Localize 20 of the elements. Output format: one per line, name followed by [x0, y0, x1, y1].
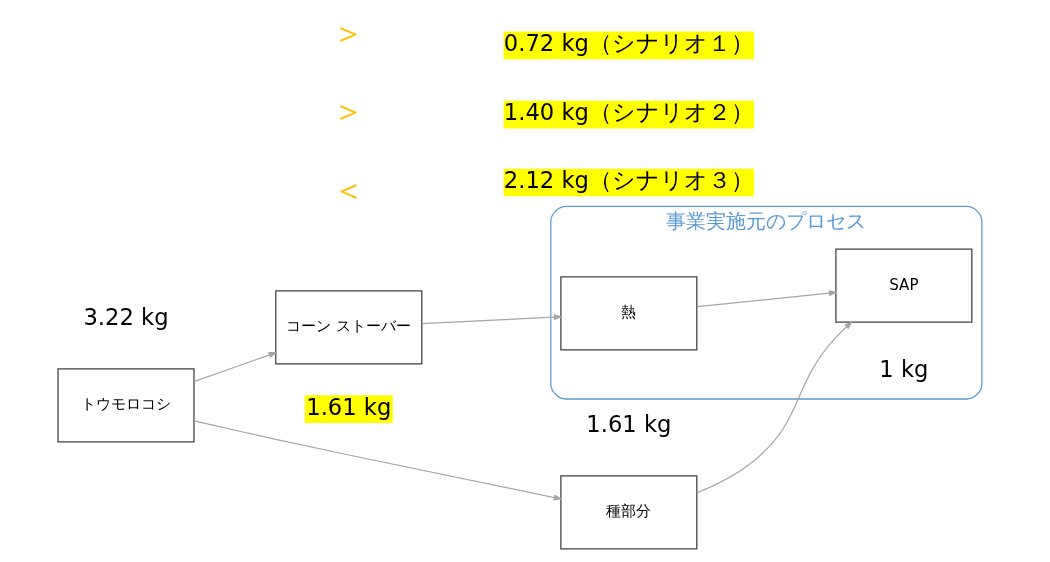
node-label: 1 kg [879, 355, 929, 382]
label: ＜ [332, 170, 366, 209]
node-box: SAP [835, 248, 973, 323]
label: 0.72 kg（シナリオ１） [503, 29, 754, 56]
label: 2.12 kg（シナリオ３） [503, 167, 754, 194]
node-box: コーン ストーバー [275, 290, 423, 365]
label: ＞ [332, 92, 366, 131]
arrow [696, 321, 853, 494]
node-label: 1.61 kg [306, 393, 392, 420]
arrow [696, 290, 838, 308]
label: ＞ [332, 14, 366, 53]
node-label: 1.61 kg [586, 411, 672, 438]
node-box: 熱 [560, 276, 698, 351]
node-label: 3.22 kg [83, 304, 169, 331]
node-box: 種部分 [560, 475, 698, 550]
arrow [193, 352, 278, 383]
node-box: トウモロコシ [57, 368, 195, 443]
arrow [421, 314, 563, 325]
arrow [193, 420, 563, 501]
label: 1.40 kg（シナリオ２） [503, 99, 754, 126]
